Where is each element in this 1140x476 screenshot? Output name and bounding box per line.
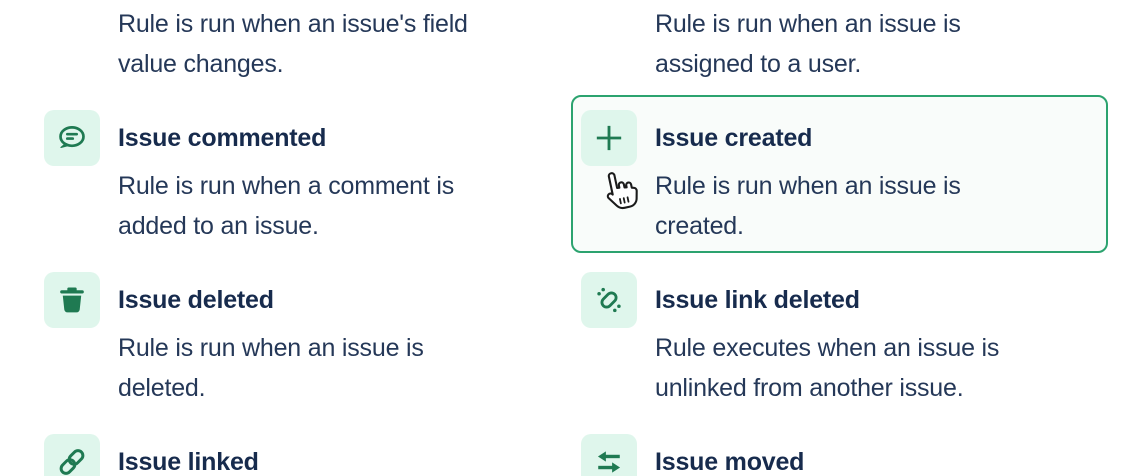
link-icon [44,434,100,476]
trigger-card-issue-commented[interactable]: Issue commented Rule is run when a comme… [34,95,571,253]
comment-icon [44,110,100,166]
plus-icon [581,110,637,166]
trigger-description: Rule is run when an issue's field value … [118,10,468,78]
trigger-card-issue-deleted[interactable]: Issue deleted Rule is run when an issue … [34,257,571,415]
trash-icon [44,272,100,328]
trigger-title: Issue moved [655,447,805,476]
move-icon [581,434,637,476]
trigger-card-issue-link-deleted[interactable]: Issue link deleted Rule executes when an… [571,257,1108,415]
broken-link-icon [581,272,637,328]
trigger-title: Issue commented [118,123,327,152]
trigger-card-issue-assigned[interactable]: Rule is run when an issue is assigned to… [571,0,1108,91]
trigger-description: Rule is run when an issue is assigned to… [655,10,961,78]
trigger-grid: Rule is run when an issue's field value … [34,0,1108,476]
trigger-description: Rule is run when a comment is added to a… [118,172,455,240]
trigger-card-field-value-changed[interactable]: Rule is run when an issue's field value … [34,0,571,91]
trigger-card-issue-created[interactable]: Issue created Rule is run when an issue … [571,95,1108,253]
trigger-description: Rule is run when an issue is created. [655,172,961,240]
trigger-title: Issue link deleted [655,285,860,314]
trigger-title: Issue deleted [118,285,274,314]
trigger-description: Rule is run when an issue is deleted. [118,334,424,402]
trigger-title: Issue linked [118,447,259,476]
trigger-title: Issue created [655,123,813,152]
trigger-card-issue-moved[interactable]: Issue moved [571,419,1108,476]
trigger-description: Rule executes when an issue is unlinked … [655,334,1000,402]
trigger-card-issue-linked[interactable]: Issue linked [34,419,571,476]
